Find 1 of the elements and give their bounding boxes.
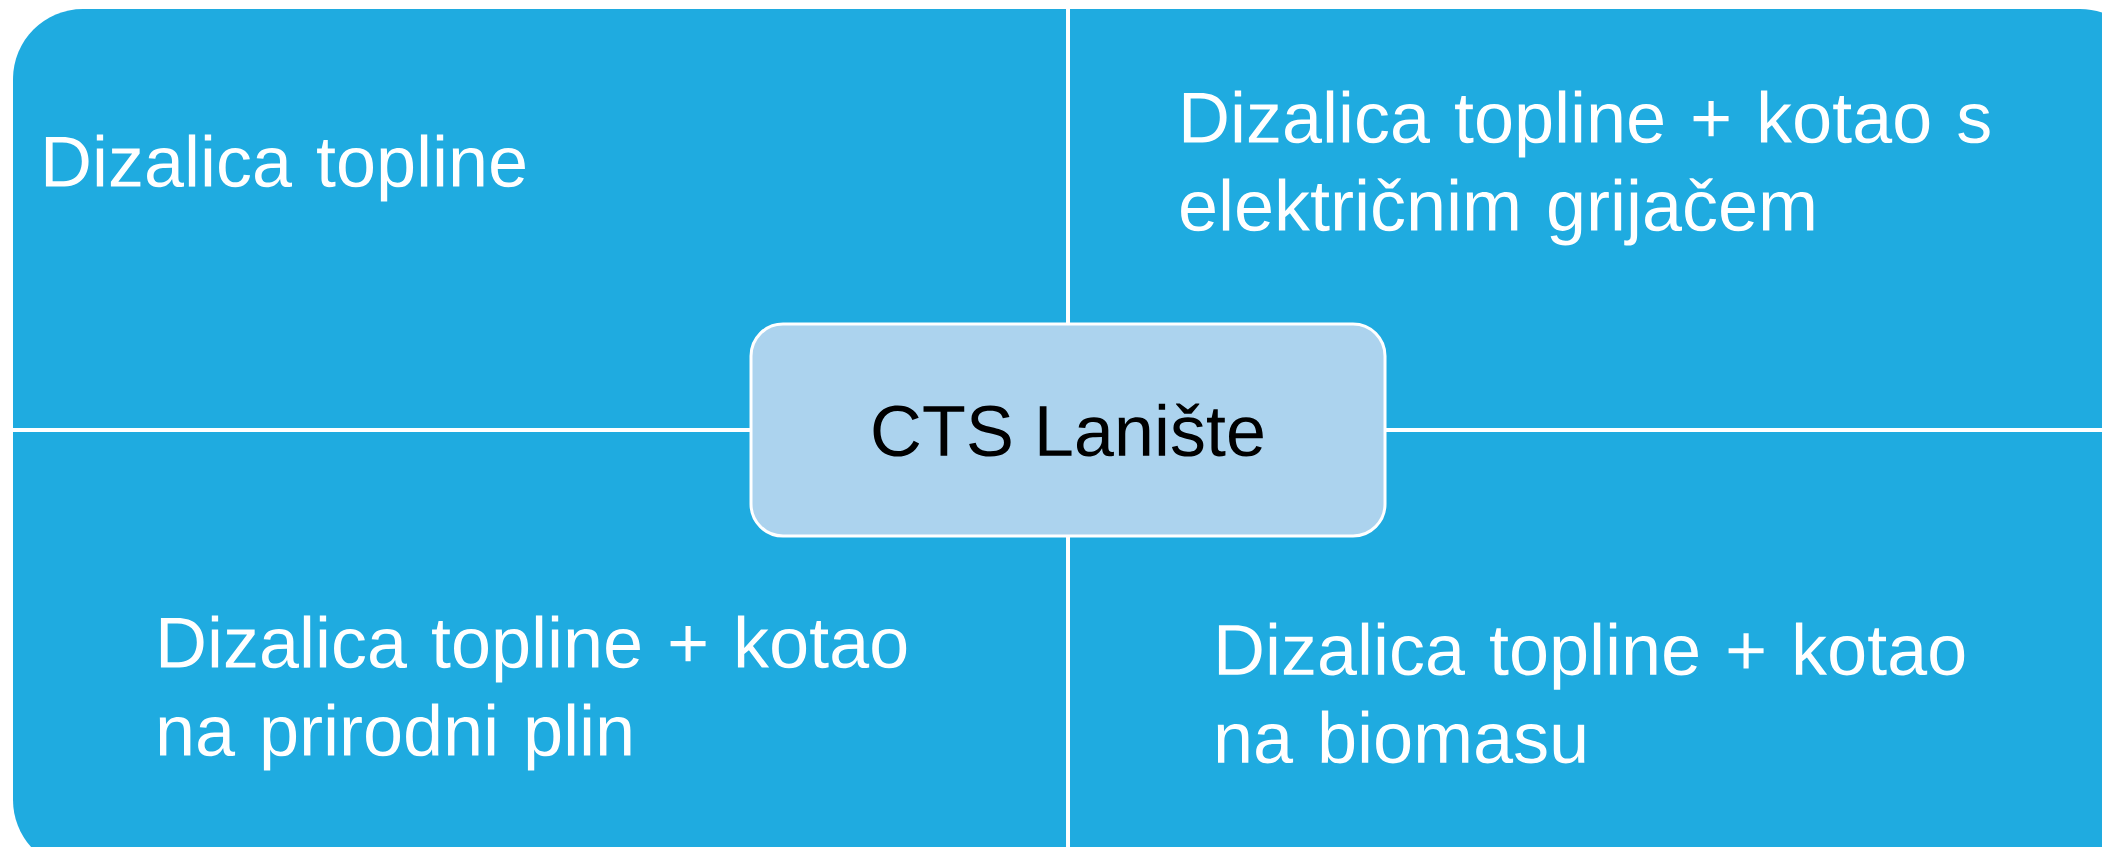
center-box: CTS Lanište	[749, 322, 1387, 538]
